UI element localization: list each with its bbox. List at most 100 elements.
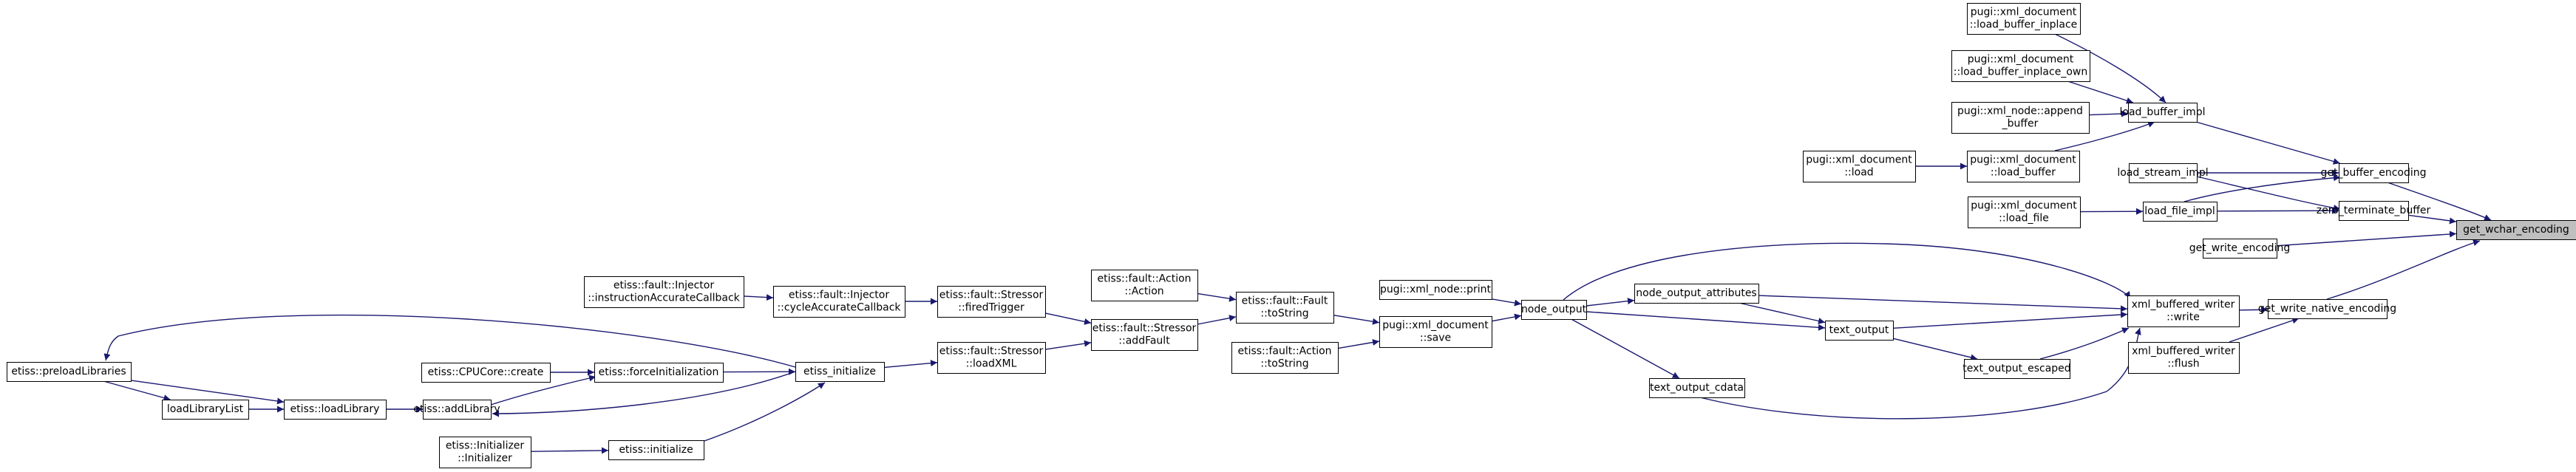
node-box[interactable] — [1951, 50, 2090, 82]
node-box[interactable] — [1231, 342, 1339, 374]
graph-node-get-write-native-encoding[interactable]: get_write_native_encoding — [2258, 299, 2396, 319]
node-box[interactable] — [2203, 239, 2277, 259]
node-label: node_output_attributes — [1636, 287, 1756, 299]
node-box[interactable] — [1967, 3, 2081, 35]
node-box[interactable] — [423, 400, 492, 420]
graph-node-initializer-initializer[interactable]: etiss::Initializer::Initializer — [439, 437, 531, 468]
graph-node-cpucore-create[interactable]: etiss::CPUCore::create — [421, 363, 551, 383]
node-box[interactable] — [2129, 163, 2198, 183]
node-box[interactable] — [284, 400, 387, 420]
edge-get_write_native_encoding-to-get_wchar_encoding — [2326, 239, 2481, 300]
node-box[interactable] — [162, 400, 249, 420]
node-box[interactable] — [1091, 270, 1198, 301]
graph-node-pugi-load[interactable]: pugi::xml_document::load — [1803, 151, 1916, 182]
graph-node-get-write-encoding[interactable]: get_write_encoding — [2189, 239, 2290, 259]
node-box[interactable] — [1634, 284, 1759, 304]
graph-node-zero-terminate-buffer[interactable]: zero_terminate_buffer — [2317, 201, 2431, 221]
graph-node-text-output-escaped[interactable]: text_output_escaped — [1962, 359, 2071, 379]
graph-node-stressor-loadxml[interactable]: etiss::fault::Stressor::loadXML — [937, 342, 1046, 374]
graph-node-xml-buffered-writer-flush[interactable]: xml_buffered_writer::flush — [2128, 342, 2240, 374]
node-box[interactable] — [1091, 319, 1198, 351]
node-label: node_output — [1521, 304, 1587, 315]
node-box[interactable] — [1967, 151, 2080, 182]
node-label: ::Initializer — [458, 453, 512, 465]
node-box[interactable] — [937, 286, 1046, 318]
node-label: ::addFault — [1118, 335, 1170, 347]
graph-node-get-wchar-encoding[interactable]: get_wchar_encoding — [2456, 220, 2576, 240]
graph-node-etiss-forceinit[interactable]: etiss::forceInitialization — [594, 363, 724, 383]
graph-node-injector-instruction[interactable]: etiss::fault::Injector::instructionAccur… — [584, 276, 744, 308]
node-box[interactable] — [1236, 292, 1334, 324]
node-box[interactable] — [1825, 321, 1894, 341]
graph-node-etiss-initialize-small[interactable]: etiss::initialize — [608, 440, 704, 460]
graph-node-load-buffer-impl[interactable]: load_buffer_impl — [2120, 103, 2206, 123]
node-label: load_file_impl — [2144, 205, 2215, 217]
node-box[interactable] — [421, 363, 551, 383]
graph-node-fault-tostring[interactable]: etiss::fault::Fault::toString — [1236, 292, 1334, 324]
graph-node-pugi-load-buffer[interactable]: pugi::xml_document::load_buffer — [1967, 151, 2080, 182]
node-label: xml_buffered_writer — [2132, 299, 2235, 311]
graph-node-etiss-initialize-big[interactable]: etiss_initialize — [795, 362, 885, 382]
node-box[interactable] — [2127, 295, 2240, 327]
node-box[interactable] — [2456, 220, 2576, 240]
node-box[interactable] — [2128, 103, 2198, 123]
node-box[interactable] — [594, 363, 724, 383]
edge-xml_buffered_writer_flush-to-get_write_native_encoding — [2229, 317, 2300, 343]
graph-node-text-output-cdata[interactable]: text_output_cdata — [1649, 378, 1745, 398]
node-box[interactable] — [1379, 316, 1492, 348]
graph-node-etiss-addlibrary[interactable]: etiss::addLibrary — [413, 400, 500, 420]
node-box[interactable] — [7, 362, 132, 382]
graph-node-xml-buffered-writer-write[interactable]: xml_buffered_writer::write — [2127, 295, 2240, 327]
graph-node-node-output-attributes[interactable]: node_output_attributes — [1634, 284, 1759, 304]
node-box[interactable] — [2143, 202, 2218, 222]
graph-node-load-stream-impl[interactable]: load_stream_impl — [2117, 163, 2209, 183]
node-box[interactable] — [608, 440, 704, 460]
node-label: ::Action — [1124, 286, 1163, 298]
node-label: ::load_file — [1999, 213, 2049, 225]
graph-node-pugi-append-buffer[interactable]: pugi::xml_node::append_buffer — [1951, 102, 2090, 134]
graph-node-pugi-save[interactable]: pugi::xml_document::save — [1379, 316, 1492, 348]
graph-node-node-output[interactable]: node_output — [1521, 300, 1587, 320]
graph-node-load-file-impl[interactable]: load_file_impl — [2143, 202, 2218, 222]
node-box[interactable] — [1521, 300, 1587, 320]
node-box[interactable] — [1968, 196, 2081, 228]
graph-node-action-tostring[interactable]: etiss::fault::Action::toString — [1231, 342, 1339, 374]
graph-node-etiss-preloadlibraries[interactable]: etiss::preloadLibraries — [7, 362, 132, 382]
node-box[interactable] — [1649, 378, 1745, 398]
node-box[interactable] — [1951, 102, 2090, 134]
graph-node-pugi-load-file[interactable]: pugi::xml_document::load_file — [1968, 196, 2081, 228]
edge-pugi_print-to-node_output — [1491, 298, 1522, 307]
graph-node-pugi-print[interactable]: pugi::xml_node::print — [1379, 280, 1492, 300]
node-box[interactable] — [1379, 280, 1492, 300]
node-label: text_output_escaped — [1962, 363, 2070, 374]
node-label: load_stream_impl — [2117, 167, 2208, 179]
node-box[interactable] — [795, 362, 885, 382]
graph-node-stressor-addfault[interactable]: etiss::fault::Stressor::addFault — [1091, 319, 1198, 351]
edge-pugi_append_buffer-to-load_buffer_impl — [2088, 110, 2129, 117]
graph-node-pugi-load-buffer-inplace[interactable]: pugi::xml_document::load_buffer_inplace — [1967, 3, 2081, 35]
node-box[interactable] — [439, 437, 531, 468]
graph-node-get-buffer-encoding[interactable]: get_buffer_encoding — [2320, 163, 2427, 183]
graph-node-etiss-loadlibrary[interactable]: etiss::loadLibrary — [284, 400, 387, 420]
node-box[interactable] — [2128, 342, 2240, 374]
node-label: ::loadXML — [966, 358, 1017, 370]
node-box[interactable] — [773, 286, 905, 318]
graph-node-action-action[interactable]: etiss::fault::Action::Action — [1091, 270, 1198, 301]
edge-fault_tostring-to-pugi_save — [1333, 315, 1380, 325]
graph-node-injector-cycle[interactable]: etiss::fault::Injector::cycleAccurateCal… — [773, 286, 905, 318]
node-box[interactable] — [1803, 151, 1916, 182]
node-box[interactable] — [937, 342, 1046, 374]
graph-node-pugi-load-buffer-inplace-own[interactable]: pugi::xml_document::load_buffer_inplace_… — [1951, 50, 2090, 82]
graph-node-stressor-firedtrigger[interactable]: etiss::fault::Stressor::firedTrigger — [937, 286, 1046, 318]
graph-node-text-output[interactable]: text_output — [1825, 321, 1894, 341]
node-box[interactable] — [1964, 359, 2070, 379]
node-box[interactable] — [2268, 299, 2388, 319]
node-box[interactable] — [584, 276, 744, 308]
node-label: ::toString — [1260, 308, 1308, 320]
node-label: xml_buffered_writer — [2132, 346, 2235, 358]
node-box[interactable] — [2339, 201, 2409, 221]
node-box[interactable] — [2339, 163, 2409, 183]
graph-node-loadlibrarylist[interactable]: loadLibraryList — [162, 400, 249, 420]
node-label: etiss::Initializer — [446, 440, 525, 452]
